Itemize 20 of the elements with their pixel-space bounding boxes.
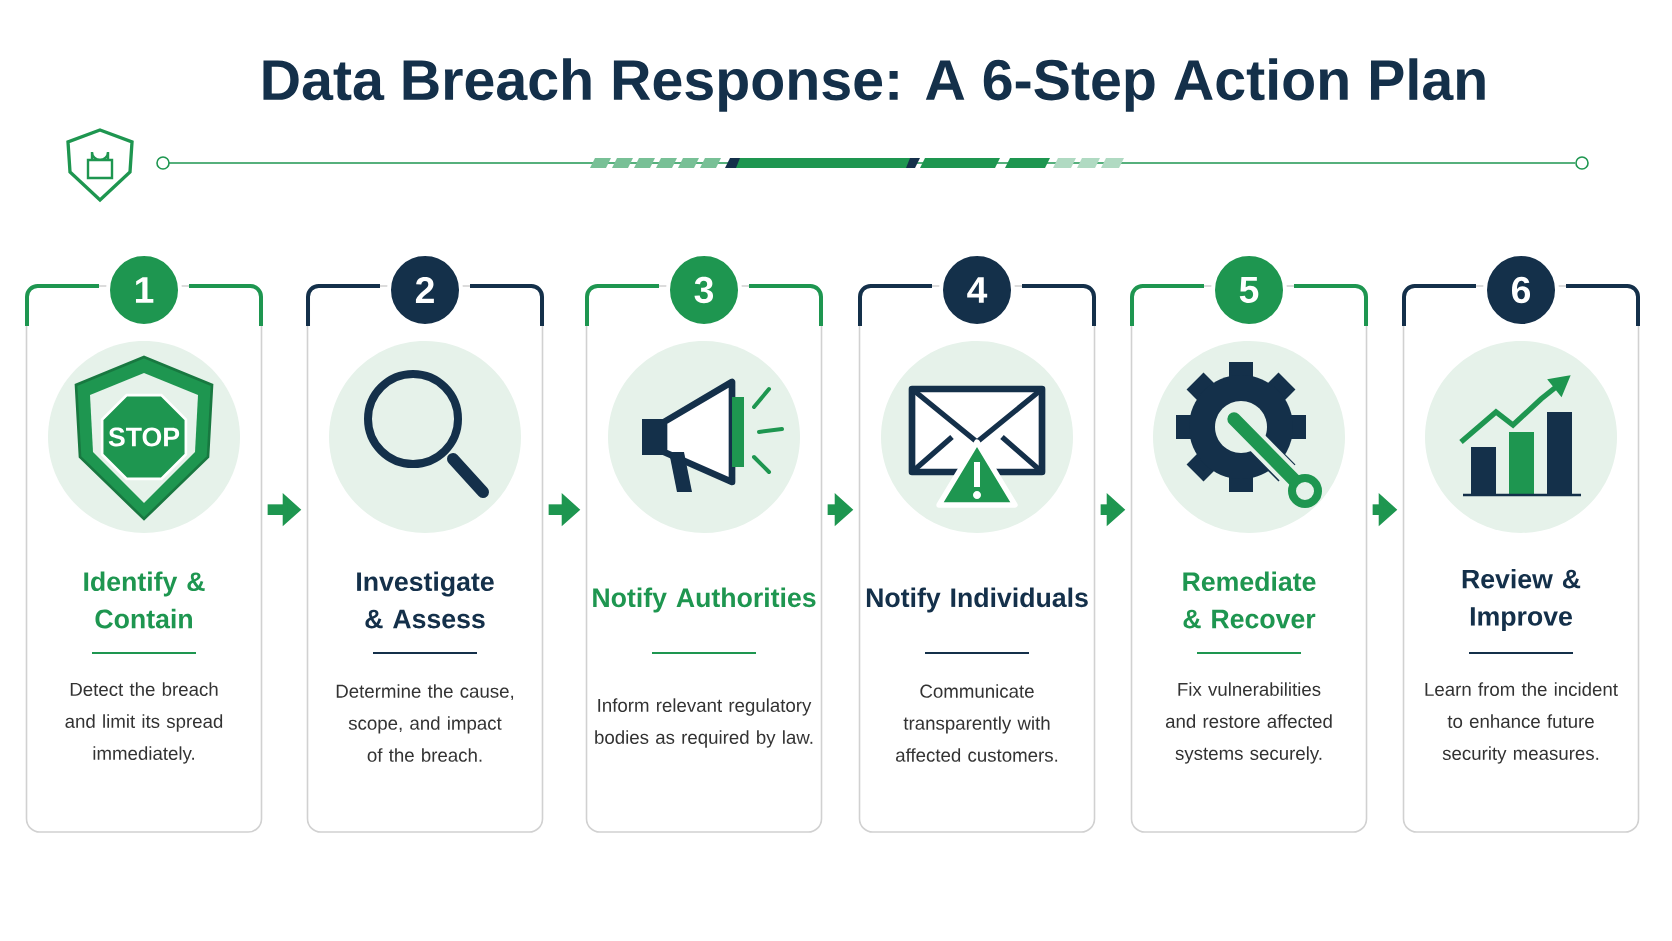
step-description: Determine the cause, scope, and impact of the breach. bbox=[336, 684, 514, 762]
number-badge: 5 bbox=[1211, 252, 1287, 328]
step-heading: Notify Individuals bbox=[866, 587, 1088, 613]
step-heading: Identify & Contain bbox=[84, 571, 205, 629]
step-description: Detect the breach and limit its spread immediately. bbox=[65, 682, 223, 764]
step-heading: Notify Authorities bbox=[593, 587, 816, 613]
step-heading: Remediate & Recover bbox=[1183, 571, 1316, 629]
step-heading: Investigate & Assess bbox=[357, 571, 494, 629]
step-description: Fix vulnerabilities and restore affected systems securely. bbox=[1165, 682, 1332, 764]
step-description: Learn from the incident to enhance future security measures. bbox=[1425, 682, 1618, 764]
step-description: Communicate transparently with affected customers. bbox=[896, 684, 1058, 762]
step-heading: Review & Improve bbox=[1462, 568, 1581, 632]
sign-text: STOP bbox=[108, 427, 180, 447]
number-badge: 6 bbox=[1483, 252, 1559, 328]
step-description: Inform relevant regulatory bodies as required by law. bbox=[595, 698, 813, 748]
number-badge: 4 bbox=[939, 252, 1015, 328]
title: Data Breach Response: A 6-Step Action Plan bbox=[263, 58, 1485, 112]
number-badge: 3 bbox=[666, 252, 742, 328]
number-badge: 2 bbox=[387, 252, 463, 328]
number-badge: 1 bbox=[106, 252, 182, 328]
